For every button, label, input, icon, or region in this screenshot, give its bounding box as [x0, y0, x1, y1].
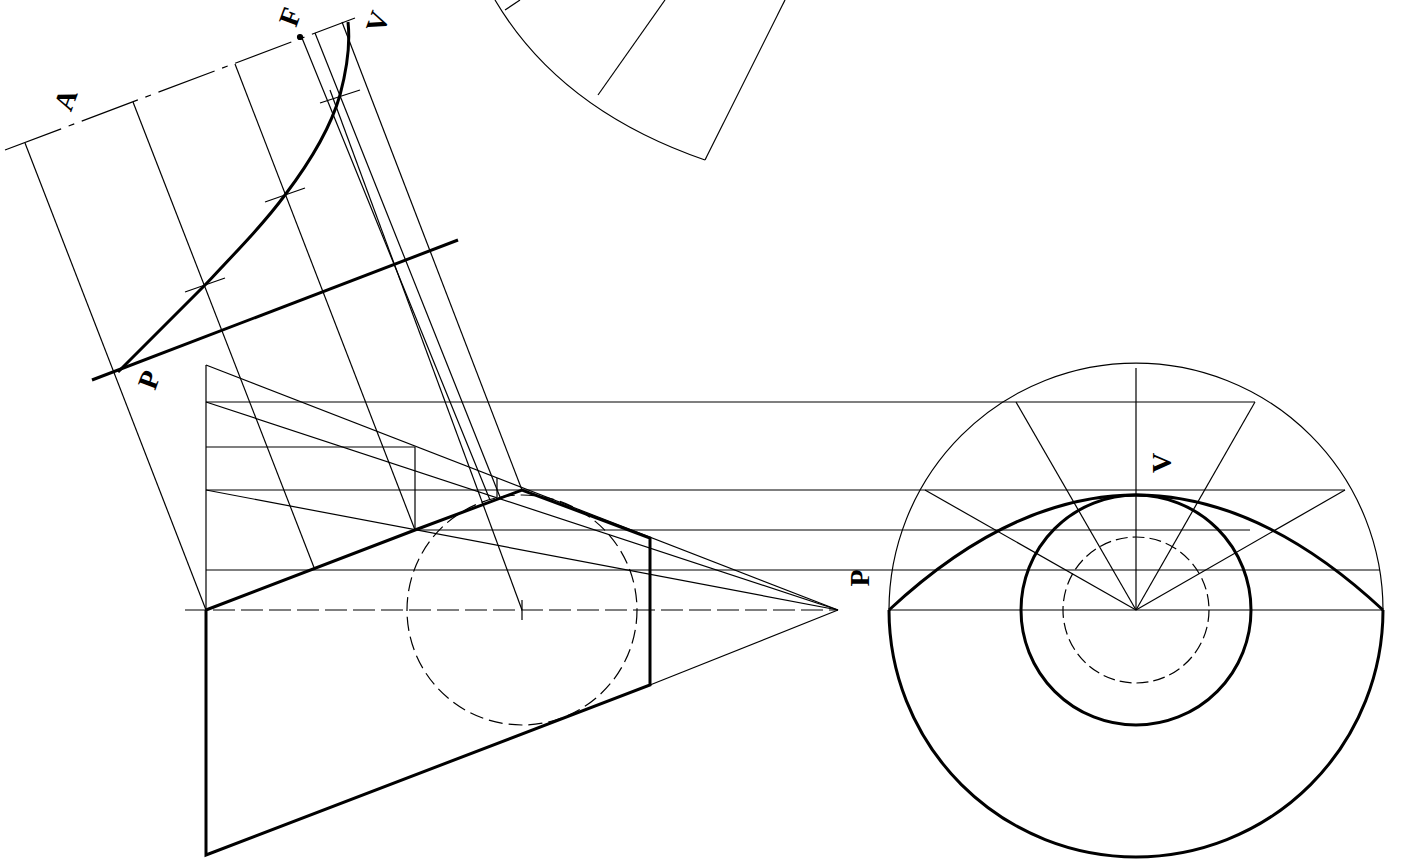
point-label: P — [134, 367, 166, 393]
radial-line — [925, 490, 1136, 610]
thin-line — [705, 0, 785, 160]
top-circle — [1021, 495, 1251, 725]
projection-line — [206, 489, 1345, 490]
section-curve — [118, 22, 349, 372]
projection-line — [415, 529, 1250, 530]
generator — [206, 490, 838, 610]
point-label: F — [275, 4, 307, 30]
hidden-circle — [1063, 537, 1209, 683]
point-label: A — [49, 86, 82, 115]
thin-line — [414, 447, 415, 530]
radial-line — [1016, 402, 1136, 610]
thin-line — [505, 0, 520, 10]
projection-line — [206, 401, 1255, 402]
point-label: V — [361, 8, 394, 37]
projection-line — [133, 102, 315, 570]
point — [298, 35, 303, 40]
point-label: V — [1148, 453, 1176, 473]
projection-line — [342, 22, 522, 490]
point-label: P — [846, 569, 874, 586]
section-curve — [889, 495, 1383, 610]
generator — [206, 402, 838, 610]
radial-line — [1136, 402, 1255, 610]
projection-line — [25, 143, 206, 610]
thin-line — [598, 0, 665, 95]
reference-line — [5, 18, 355, 150]
axis — [185, 609, 838, 610]
development-arc — [495, 0, 705, 160]
base-circle-top — [889, 363, 1383, 610]
center-mark — [521, 600, 522, 620]
base-circle-bottom — [889, 610, 1383, 857]
center-line — [1135, 368, 1136, 610]
radial-line — [1136, 490, 1345, 610]
projection-line — [315, 33, 500, 497]
thin-line — [496, 478, 497, 497]
plane-edge — [92, 240, 458, 380]
projection-line — [206, 446, 415, 447]
generator — [650, 610, 838, 685]
cone-outline — [206, 490, 650, 855]
